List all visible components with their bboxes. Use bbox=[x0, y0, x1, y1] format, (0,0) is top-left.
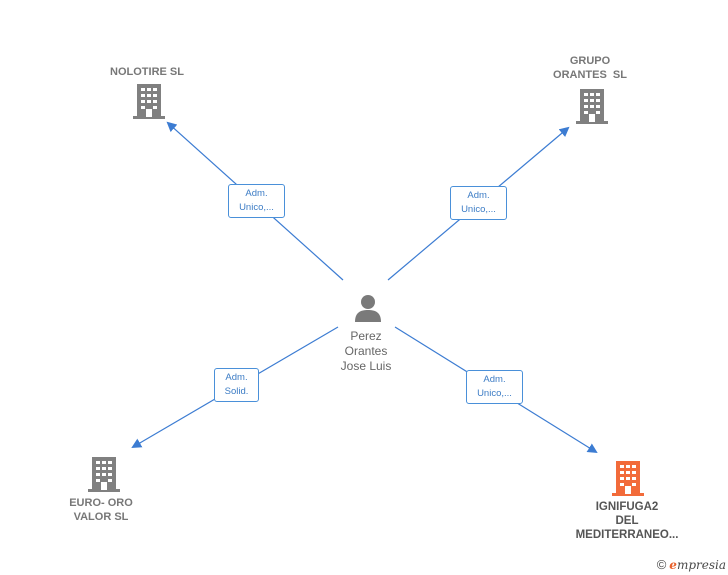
company-node-euro-oro[interactable] bbox=[88, 457, 120, 497]
building-icon bbox=[88, 457, 120, 492]
copyright-icon: © bbox=[656, 557, 667, 572]
brand-name: mpresia bbox=[676, 558, 726, 572]
person-icon bbox=[355, 295, 381, 322]
building-icon bbox=[612, 461, 644, 496]
company-label-euro-oro[interactable]: EURO- ORO VALOR SL bbox=[69, 497, 133, 523]
company-node-ignifuga2[interactable] bbox=[612, 461, 644, 501]
building-icon bbox=[576, 89, 608, 124]
person-node[interactable] bbox=[353, 293, 383, 328]
company-label-grupo-orantes[interactable]: GRUPO ORANTES SL bbox=[553, 55, 627, 81]
relation-label-grupo-orantes[interactable]: Adm. Unico,... bbox=[450, 186, 507, 220]
relation-label-euro-oro[interactable]: Adm. Solid. bbox=[214, 368, 259, 402]
company-node-grupo-orantes[interactable] bbox=[576, 89, 608, 129]
brand-initial: e bbox=[669, 558, 677, 572]
company-node-nolotire[interactable] bbox=[133, 84, 165, 124]
relation-label-ignifuga2[interactable]: Adm. Unico,... bbox=[466, 370, 523, 404]
company-label-ignifuga2[interactable]: IGNIFUGA2 DEL MEDITERRANEO... bbox=[575, 501, 679, 541]
building-icon bbox=[133, 84, 165, 119]
empresia-logo[interactable]: ©empresia bbox=[657, 557, 726, 572]
person-name[interactable]: Perez Orantes Jose Luis bbox=[340, 329, 392, 373]
company-label-nolotire[interactable]: NOLOTIRE SL bbox=[110, 66, 184, 78]
relation-label-nolotire[interactable]: Adm. Unico,... bbox=[228, 184, 285, 218]
